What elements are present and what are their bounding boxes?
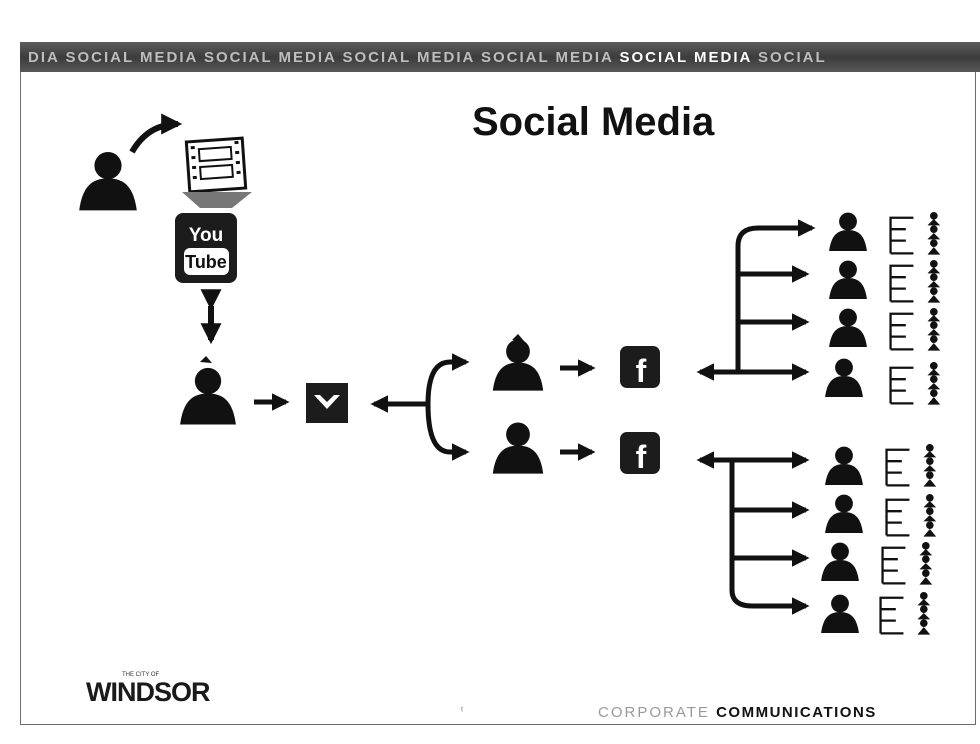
contacts-group-icon-2 (889, 258, 942, 304)
youtube-line1: You (189, 225, 223, 246)
page-mark: ᵗ (461, 706, 464, 717)
contacts-group-icon-3 (889, 306, 942, 352)
logo-superscript: THE CITY OF (122, 672, 160, 678)
contacts-group-icon-5 (885, 442, 938, 488)
audience-person-icon-6 (825, 494, 863, 533)
follower-person-icon-1 (492, 334, 544, 391)
contacts-group-icon-4 (889, 360, 942, 406)
audience-person-icon-4 (825, 358, 863, 397)
svg-text:f: f (636, 353, 647, 389)
upload-curve-arrow (129, 113, 183, 154)
contacts-group-icon-8 (879, 590, 932, 636)
youtube-logo-icon: You Tube (175, 213, 237, 283)
banner-text: DIA SOCIAL MEDIA SOCIAL MEDIA SOCIAL MED… (28, 49, 827, 66)
sharer-person-icon (180, 356, 236, 425)
slide-title: Social Media (472, 100, 715, 144)
audience-person-icon-1 (829, 212, 867, 251)
banner-highlight-text: SOCIAL MEDIA (619, 49, 752, 66)
youtube-line2: Tube (185, 252, 227, 272)
follower-person-icon-2 (492, 422, 544, 474)
audience-person-icon-8 (821, 594, 859, 633)
banner-repeat-text: DIA SOCIAL MEDIA SOCIAL MEDIA SOCIAL MED… (28, 49, 620, 66)
contacts-group-icon-7 (881, 540, 934, 586)
twitter-branch-connector (370, 362, 466, 461)
svg-text:f: f (636, 439, 647, 475)
social-media-banner: DIA SOCIAL MEDIA SOCIAL MEDIA SOCIAL MED… (20, 42, 980, 72)
footer-dept-light: CORPORATE (598, 704, 717, 721)
contacts-group-icon-6 (885, 492, 938, 538)
audience-person-icon-5 (825, 446, 863, 485)
contacts-group-icon-1 (889, 210, 942, 256)
twitter-bird-icon (306, 383, 348, 423)
facebook-logo-icon-1: f (620, 346, 660, 389)
film-strip-icon (182, 136, 252, 208)
banner-tail-text: SOCIAL (751, 49, 827, 66)
windsor-logo: WINDSOR (86, 677, 210, 707)
audience-person-icon-2 (829, 260, 867, 299)
audience-person-icon-3 (829, 308, 867, 347)
corporate-communications-footer: CORPORATE COMMUNICATIONS (598, 704, 877, 721)
uploader-person-icon (79, 152, 137, 211)
facebook-2-fanout (696, 451, 810, 615)
facebook-1-fanout (696, 219, 816, 381)
audience-person-icon-7 (821, 542, 859, 581)
footer-dept-bold: COMMUNICATIONS (716, 704, 877, 721)
facebook-logo-icon-2: f (620, 432, 660, 475)
